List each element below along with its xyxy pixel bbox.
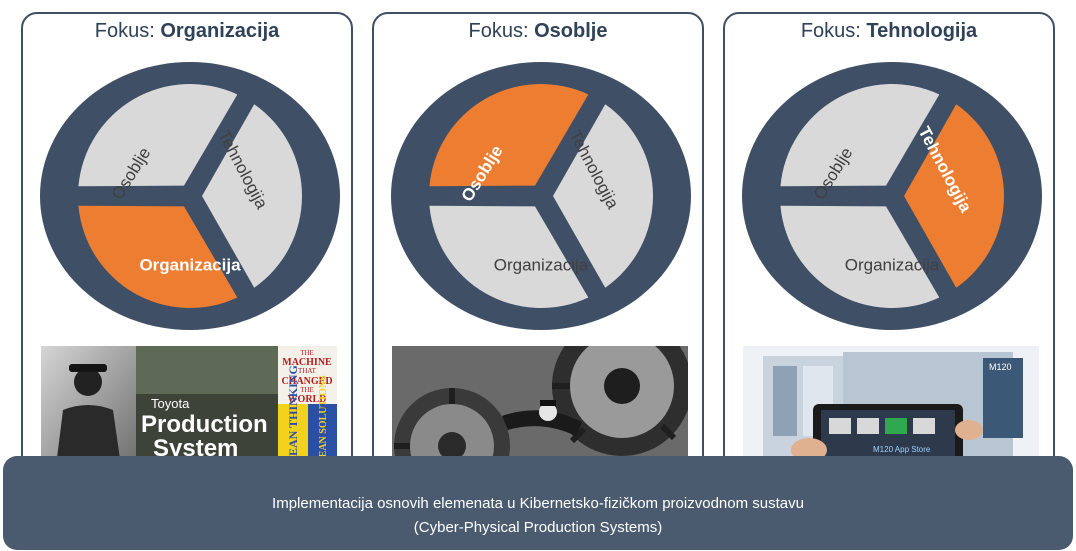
segment-organizacija: [78, 205, 238, 308]
toyota-line1: Production: [141, 411, 268, 438]
footer-bar: Implementacija osnovih elemenata u Kiber…: [3, 456, 1073, 550]
segment-tehnologija: [904, 104, 1004, 288]
toyota-brand: Toyota: [151, 396, 190, 411]
book-word: THE: [300, 349, 314, 357]
machine-label: M120: [989, 362, 1012, 372]
title-focus: Organizacija: [160, 20, 280, 42]
toyota-lean-photo: Toyota Production System THE MACHINE THA…: [41, 346, 337, 466]
title-prefix: Fokus:: [800, 20, 867, 42]
title-focus: Osoblje: [534, 20, 608, 42]
panel-title: Fokus: Tehnologija: [725, 20, 1053, 43]
segment-tehnologija: [202, 104, 302, 288]
panel-title: Fokus: Organizacija: [23, 20, 351, 43]
cnc-machine-photo: M120 M120 App Store: [743, 346, 1039, 466]
segment-osoblje: [429, 84, 589, 187]
lean-thinking-spine: LEAN THINKING: [286, 365, 300, 464]
segment-organizacija: [429, 205, 589, 308]
segment-label-organizacija: Organizacija: [845, 255, 940, 274]
segment-tehnologija: [553, 104, 653, 288]
book-word: CHANGED: [281, 376, 332, 387]
modern-times-photo: [392, 346, 688, 466]
segment-osoblje: [78, 84, 238, 187]
book-word: WORLD: [288, 394, 327, 405]
lean-solutions-spine: LEAN SOLUTIONS: [318, 375, 329, 464]
book-word: THE: [300, 386, 314, 394]
book-word: MACHINE: [282, 357, 332, 368]
panel-title: Fokus: Osoblje: [374, 20, 702, 43]
segment-osoblje: [780, 84, 940, 187]
title-focus: Tehnologija: [866, 20, 978, 42]
footer-line1: Implementacija osnovih elemenata u Kiber…: [272, 495, 804, 512]
title-prefix: Fokus:: [468, 20, 535, 42]
segment-organizacija: [780, 205, 940, 308]
title-prefix: Fokus:: [94, 20, 161, 42]
segment-label-organizacija: Organizacija: [494, 255, 589, 274]
app-store-label: M120 App Store: [873, 445, 931, 454]
segment-label-organizacija: Organizacija: [139, 255, 241, 274]
footer-line2: (Cyber-Physical Production Systems): [413, 519, 663, 536]
book-word: THAT: [298, 367, 317, 375]
